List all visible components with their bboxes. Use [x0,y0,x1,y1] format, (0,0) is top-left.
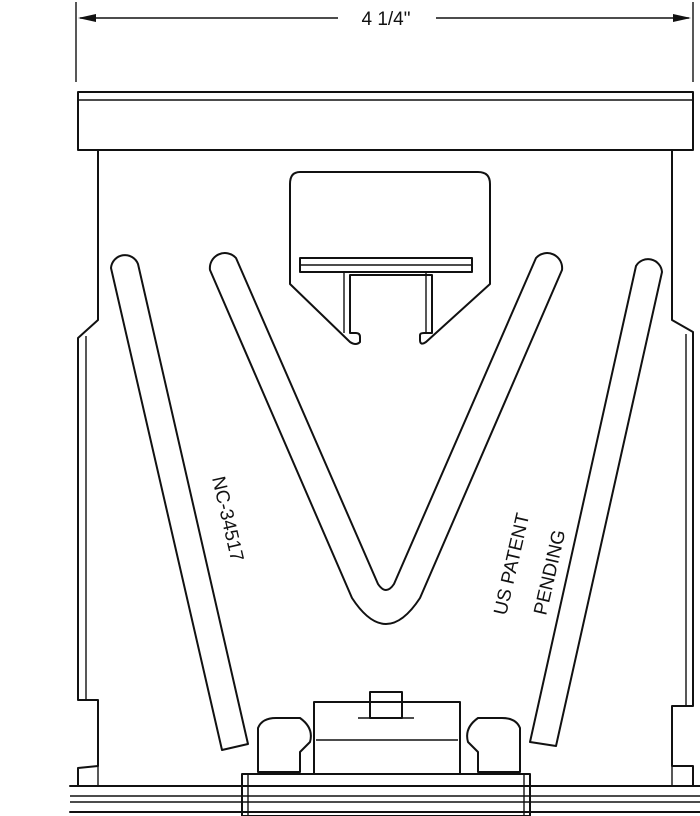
v-slot [208,252,564,625]
part-number-label: NC-34517 [207,474,247,563]
bottom-rail [69,785,700,813]
patent-label-line2: PENDING [530,528,570,617]
left-slot [110,254,249,751]
dimension-label: 4 1/4" [361,9,410,30]
top-bar [77,91,694,151]
body-outline [77,149,694,787]
latch-knob [369,691,403,719]
upper-window-outline [289,171,491,345]
top-bar-outline [77,91,694,151]
dimension-annotation: 4 1/4" [75,2,694,82]
dimension-arrow-right [673,14,691,22]
bottom-latch [241,691,531,816]
latch-body [313,701,461,775]
right-slot [529,258,663,747]
latch-base [241,773,531,816]
dimension-arrow-left [78,14,96,22]
upper-window [289,171,491,345]
latch-left-tab [257,717,312,773]
latch-right-tab [466,717,521,773]
patent-label-line1: US PATENT [490,511,534,617]
